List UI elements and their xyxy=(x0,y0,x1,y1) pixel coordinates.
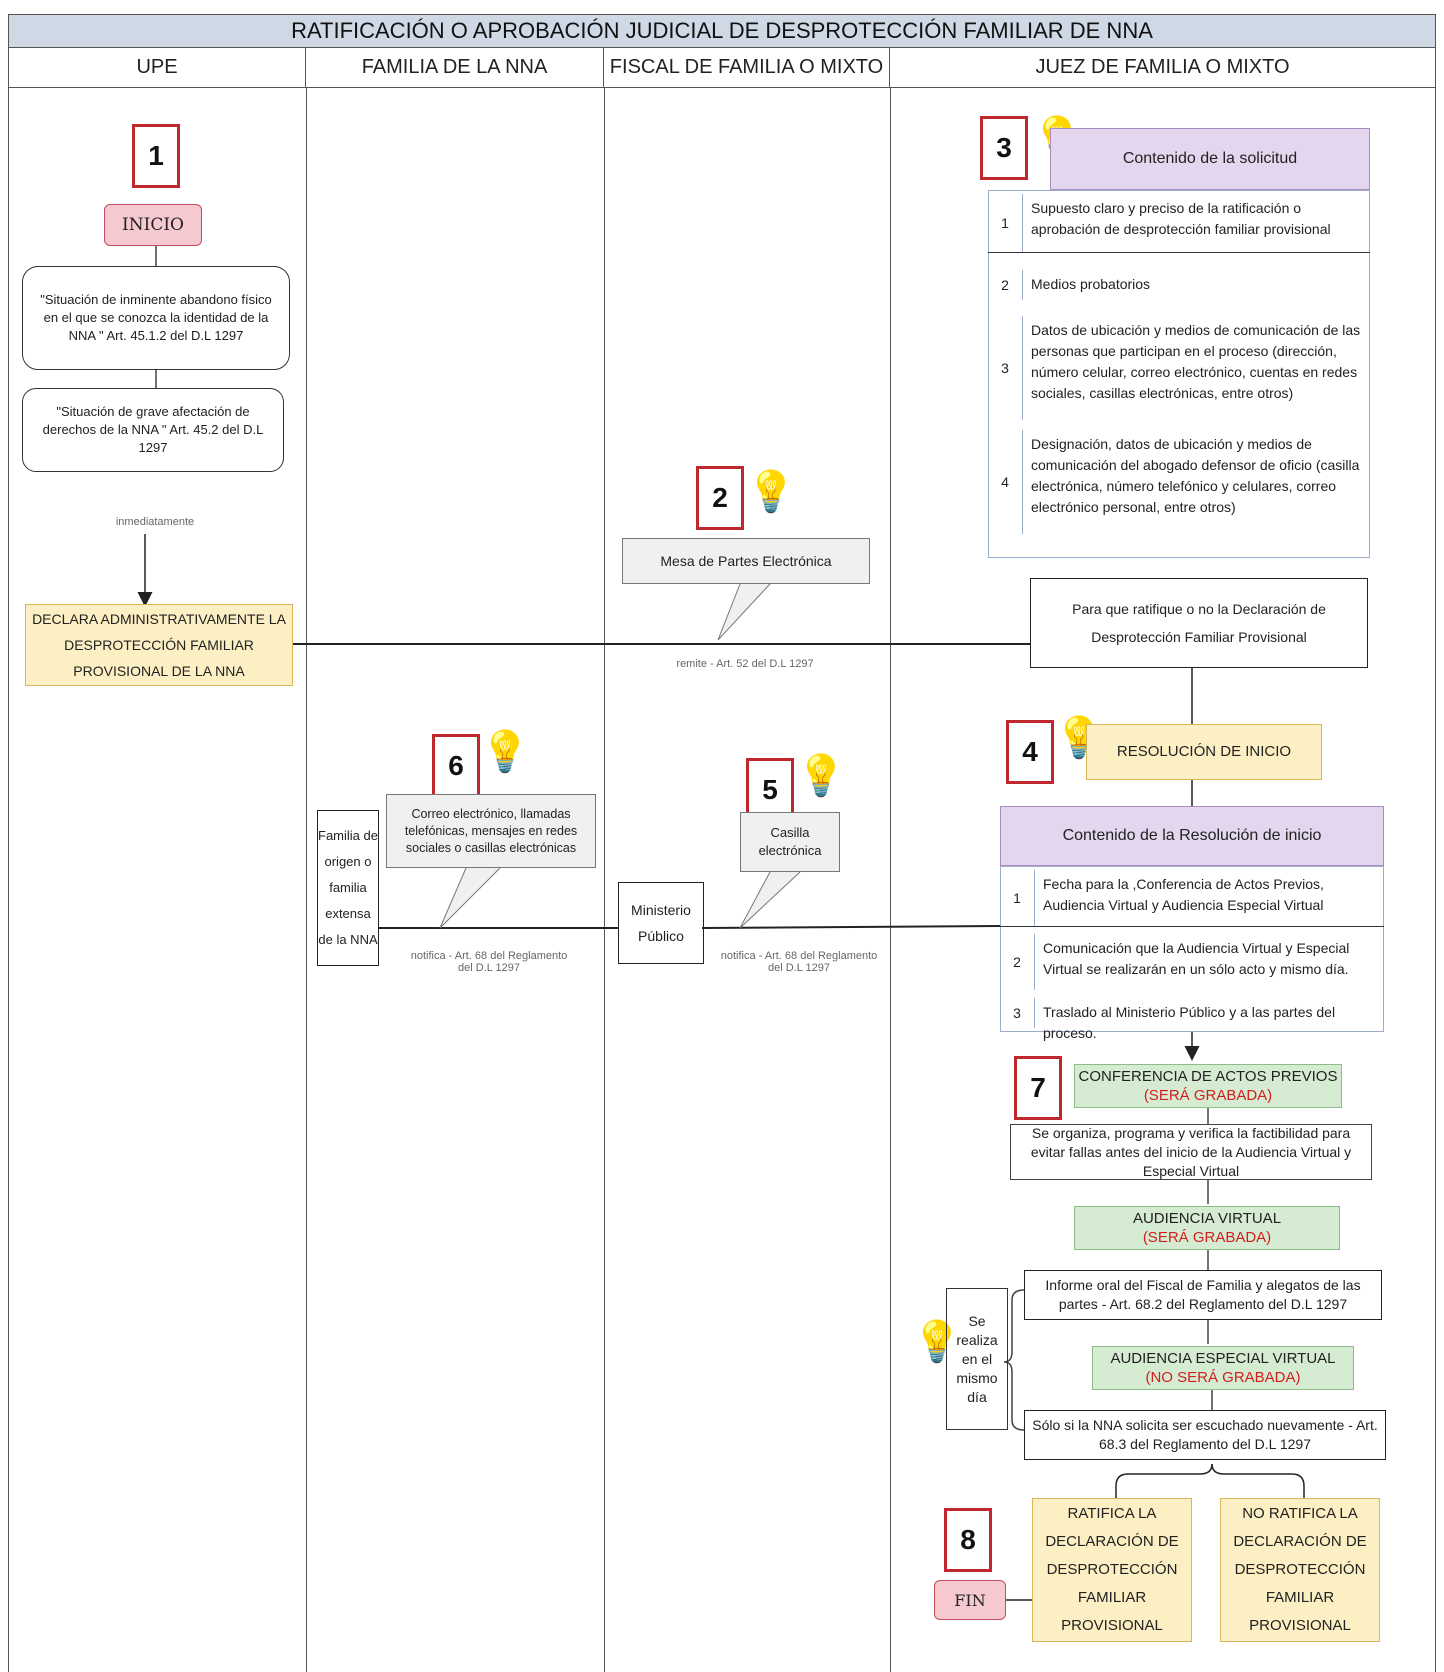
lane-header-juez: JUEZ DE FAMILIA O MIXTO xyxy=(890,48,1436,88)
contenido-resolucion-header: Contenido de la Resolución de inicio xyxy=(1000,806,1384,866)
para-que-ratifique-box: Para que ratifique o no la Declaración d… xyxy=(1030,578,1368,668)
row-number: 2 xyxy=(988,270,1023,300)
lane-header-upe: UPE xyxy=(8,48,306,88)
row-text: Comunicación que la Audiencia Virtual y … xyxy=(1043,940,1350,977)
table-row: 1 Fecha para la ,Conferencia de Actos Pr… xyxy=(1000,870,1384,927)
row-text: Fecha para la ,Conferencia de Actos Prev… xyxy=(1043,876,1324,913)
mesa-partes-callout: Mesa de Partes Electrónica xyxy=(622,538,870,584)
row-number: 2 xyxy=(1000,934,1035,990)
step-number-2: 2 xyxy=(696,466,744,530)
row-number: 3 xyxy=(988,316,1023,420)
inmediatamente-label: inmediatamente xyxy=(115,516,195,528)
row-text: Medios probatorios xyxy=(1031,276,1151,292)
lane-header-familia: FAMILIA DE LA NNA xyxy=(306,48,604,88)
diagram-title: RATIFICACIÓN O APROBACIÓN JUDICIAL DE DE… xyxy=(8,14,1436,48)
step-number-6: 6 xyxy=(432,734,480,798)
lightbulb-icon: 💡 xyxy=(746,470,796,514)
table-row: 1 Supuesto claro y preciso de la ratific… xyxy=(988,194,1370,253)
audiencia-especial-tag: (NO SERÁ GRABADA) xyxy=(1145,1369,1301,1386)
end-node: FIN xyxy=(934,1580,1006,1620)
conferencia-tag: (SERÁ GRABADA) xyxy=(1143,1087,1273,1104)
step-number-8: 8 xyxy=(944,1508,992,1572)
step-number-3: 3 xyxy=(980,116,1028,180)
audiencia-especial-box: AUDIENCIA ESPECIAL VIRTUAL (NO SERÁ GRAB… xyxy=(1092,1346,1354,1390)
table-row: 2 Medios probatorios xyxy=(988,270,1370,300)
lightbulb-icon: 💡 xyxy=(912,1320,962,1364)
lightbulb-icon: 💡 xyxy=(480,730,530,774)
step-number-5: 5 xyxy=(746,758,794,822)
audiencia-virtual-tag: (SERÁ GRABADA) xyxy=(1142,1229,1272,1246)
lightbulb-icon: 💡 xyxy=(796,754,846,798)
audiencia-virtual-box: AUDIENCIA VIRTUAL (SERÁ GRABADA) xyxy=(1074,1206,1340,1250)
declara-desproteccion-box: DECLARA ADMINISTRATIVAMENTE LA DESPROTEC… xyxy=(25,604,293,686)
no-ratifica-box: NO RATIFICA LA DECLARACIÓN DE DESPROTECC… xyxy=(1220,1498,1380,1642)
familia-origen-box: Familia de origen o familia extensa de l… xyxy=(317,810,379,966)
lane-header-fiscal: FISCAL DE FAMILIA O MIXTO xyxy=(604,48,890,88)
informe-oral-box: Informe oral del Fiscal de Familia y ale… xyxy=(1024,1270,1382,1320)
canales-notificacion-callout: Correo electrónico, llamadas telefónicas… xyxy=(386,794,596,868)
contenido-solicitud-table xyxy=(988,190,1370,558)
ministerio-publico-box: Ministerio Público xyxy=(618,882,704,964)
conferencia-title: CONFERENCIA DE ACTOS PREVIOS xyxy=(1078,1068,1338,1085)
remite-label: remite - Art. 52 del D.L 1297 xyxy=(676,658,814,670)
ratifica-box: RATIFICA LA DECLARACIÓN DE DESPROTECCIÓN… xyxy=(1032,1498,1192,1642)
row-number: 1 xyxy=(988,194,1023,252)
row-text: Datos de ubicación y medios de comunicac… xyxy=(1031,322,1361,401)
step-number-4: 4 xyxy=(1006,720,1054,784)
lane-divider xyxy=(890,88,891,1672)
row-text: Supuesto claro y preciso de la ratificac… xyxy=(1031,200,1331,237)
casilla-electronica-callout: Casilla electrónica xyxy=(740,812,840,872)
notifica-familia-label: notifica - Art. 68 del Reglamento del D.… xyxy=(410,950,568,974)
row-text: Traslado al Ministerio Público y a las p… xyxy=(1043,1004,1336,1041)
lane-divider xyxy=(8,88,9,1672)
conferencia-actos-previos-box: CONFERENCIA DE ACTOS PREVIOS (SERÁ GRABA… xyxy=(1074,1064,1342,1108)
lane-divider xyxy=(306,88,307,1672)
organiza-box: Se organiza, programa y verifica la fact… xyxy=(1010,1124,1372,1180)
lane-divider xyxy=(1435,88,1436,1672)
audiencia-especial-title: AUDIENCIA ESPECIAL VIRTUAL xyxy=(1110,1350,1336,1367)
table-row: 3 Traslado al Ministerio Público y a las… xyxy=(1000,998,1384,1041)
table-row: 2 Comunicación que la Audiencia Virtual … xyxy=(1000,934,1384,990)
notifica-fiscal-label: notifica - Art. 68 del Reglamento del D.… xyxy=(720,950,878,974)
table-row: 4 Designación, datos de ubicación y medi… xyxy=(988,430,1370,534)
row-number: 3 xyxy=(1000,998,1035,1028)
row-text: Designación, datos de ubicación y medios… xyxy=(1031,436,1360,515)
mismo-dia-box: Se realiza en el mismo día xyxy=(946,1288,1008,1430)
contenido-solicitud-header: Contenido de la solicitud xyxy=(1050,128,1370,190)
row-number: 4 xyxy=(988,430,1023,534)
situacion-abandono-box: "Situación de inminente abandono físico … xyxy=(22,266,290,370)
resolucion-inicio-box: RESOLUCIÓN DE INICIO xyxy=(1086,724,1322,780)
contenido-resolucion-table xyxy=(1000,866,1384,1032)
table-row: 3 Datos de ubicación y medios de comunic… xyxy=(988,316,1370,420)
step-number-7: 7 xyxy=(1014,1056,1062,1120)
audiencia-virtual-title: AUDIENCIA VIRTUAL xyxy=(1132,1210,1282,1227)
situacion-afectacion-box: "Situación de grave afectación de derech… xyxy=(22,388,284,472)
step-number-1: 1 xyxy=(132,124,180,188)
start-node: INICIO xyxy=(104,204,202,246)
solo-si-box: Sólo si la NNA solicita ser escuchado nu… xyxy=(1024,1410,1386,1460)
row-number: 1 xyxy=(1000,870,1035,926)
lane-divider xyxy=(604,88,605,1672)
